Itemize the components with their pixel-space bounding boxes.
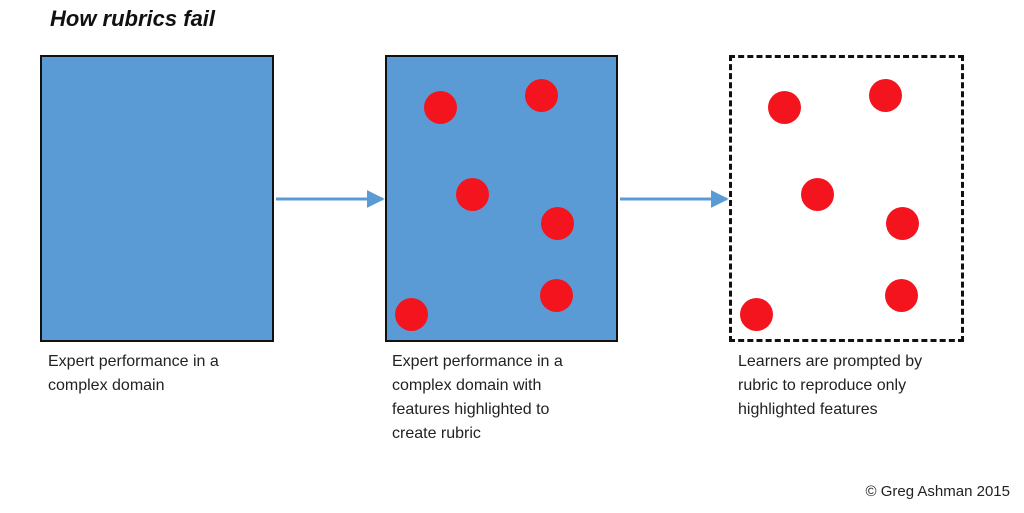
feature-dot — [424, 91, 457, 124]
feature-dot — [525, 79, 558, 112]
feature-dot — [456, 178, 489, 211]
panel-3-caption: Learners are prompted by rubric to repro… — [738, 353, 923, 418]
feature-dot — [768, 91, 801, 124]
feature-dot — [540, 279, 573, 312]
panel-2-caption: Expert performance in a complex domain w… — [392, 353, 563, 442]
panel-highlighted-features — [385, 55, 618, 342]
feature-dot — [801, 178, 834, 211]
feature-dot — [541, 207, 574, 240]
diagram-title: How rubrics fail — [50, 6, 216, 31]
copyright-credit: © Greg Ashman 2015 — [865, 483, 1010, 500]
panel-expert-performance — [40, 55, 274, 342]
feature-dot — [869, 79, 902, 112]
panel-1-caption: Expert performance in a complex domain — [48, 353, 219, 394]
feature-dot — [885, 279, 918, 312]
feature-dot — [395, 298, 428, 331]
feature-dot — [740, 298, 773, 331]
feature-dot — [886, 207, 919, 240]
panel-learner-reproduction — [729, 55, 964, 342]
